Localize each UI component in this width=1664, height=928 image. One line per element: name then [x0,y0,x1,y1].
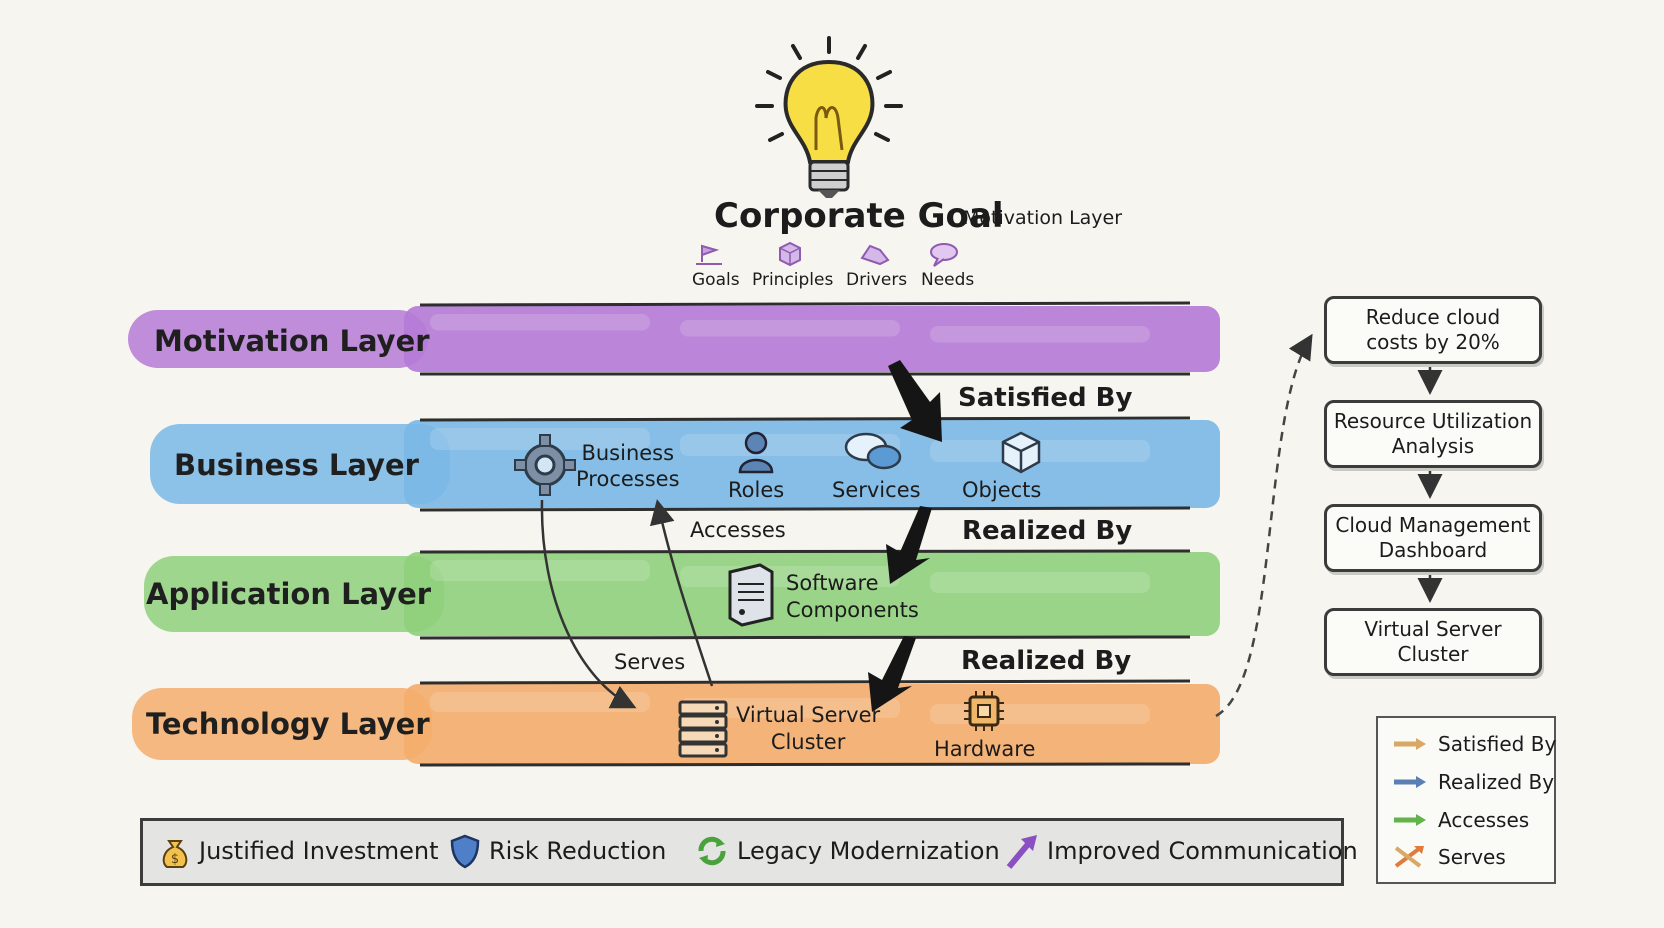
relation-label-accesses: Accesses [690,518,786,542]
concept-label-principles: Principles [752,270,834,290]
cube-icon [1001,431,1041,474]
chat-bubbles-icon [844,432,902,470]
business-item-services: Services [832,478,921,502]
benefit-improved-communication: Improved Communication [1005,833,1358,869]
dashed-flow-arrow [1215,333,1313,718]
speech-bubble-icon [930,243,958,267]
layer-swatch-technology [132,688,432,760]
concept-label-goals: Goals [692,270,740,290]
satisfied-by-arrow [888,360,942,442]
tan-arrow-icon [1394,738,1426,750]
legend-item-realized-by: Realized By [1392,770,1554,794]
realized-by-arrow [868,636,916,712]
thin-arrows [540,499,714,709]
technology-item-hardware: Hardware [934,737,1036,761]
page-title: Corporate Goal [714,196,1004,236]
band-texture-streak [430,314,650,331]
gear-icon [514,434,576,496]
flow-box-goal: Reduce cloud costs by 20% [1324,296,1542,364]
flow-box-analysis: Resource Utilization Analysis [1324,400,1542,468]
layer-label-motivation: Motivation Layer [154,324,430,358]
benefit-legacy-modernization: Legacy Modernization [695,833,1000,869]
arrow-up-right-icon [1006,835,1037,869]
legend-item-satisfied-by: Satisfied By [1392,732,1556,756]
lightbulb-icon [755,36,903,198]
business-item-objects: Objects [962,478,1042,502]
relation-arrows [868,360,942,712]
svg-text:$: $ [171,852,179,867]
relation-label-serves: Serves [614,650,686,674]
relation-label-realized-by: Realized By [961,646,1132,676]
band-texture-streak [930,572,1150,593]
handshake-icon [860,244,890,266]
accesses-arrow [649,499,714,687]
layer-label-application: Application Layer [146,577,432,611]
layer-label-technology: Technology Layer [146,707,430,741]
person-icon [738,431,774,474]
band-texture-streak [930,326,1150,343]
layer-band-application [404,552,1220,636]
serves-arrow [540,499,637,709]
band-texture-streak [680,434,900,456]
shield-icon [450,834,480,869]
business-item-processes: Business Processes [576,441,680,491]
money-bag-icon: $ [162,840,188,868]
legend: Satisfied By Realized By Accesses Serves [1376,716,1556,884]
layer-separators [419,301,1191,767]
technology-item-virtual-server-cluster: Virtual Server Cluster [736,703,881,754]
cycle-arrows-icon [698,836,726,866]
benefits-bar: $ Justified Investment Risk Reduction Le… [140,818,1358,886]
green-arrow-icon [1394,814,1426,826]
chip-icon [964,691,1004,731]
realized-by-arrow [886,506,932,584]
band-texture-streak [930,704,1150,724]
legend-item-serves: Serves [1392,844,1506,870]
server-rack-icon [678,700,728,758]
layer-band-technology [404,684,1220,764]
layer-swatch-motivation [128,310,428,368]
band-texture-streak [430,560,650,581]
flow-box-dashboard: Cloud Management Dashboard [1324,504,1542,572]
crossed-arrows-icon [1394,846,1424,868]
layer-swatch-application [144,556,444,632]
layer-label-business: Business Layer [174,448,419,482]
benefit-risk-reduction: Risk Reduction [449,833,666,869]
relation-label-realized-by: Realized By [962,516,1133,546]
flag-icon [696,244,722,265]
server-tower-icon [728,563,774,627]
band-texture-streak [430,692,650,712]
business-item-roles: Roles [728,478,785,502]
concept-label-needs: Needs [921,270,975,290]
page-subtitle: Motivation Layer [963,207,1123,229]
cube-icon [779,241,801,267]
band-texture-streak [680,698,900,718]
application-item-software-components: Software Components [786,571,919,622]
layer-swatch-business [150,424,450,504]
layer-band-motivation [404,306,1220,372]
benefit-justified-investment: $ Justified Investment [159,833,439,869]
band-texture-streak [680,320,900,337]
legend-item-accesses: Accesses [1392,808,1529,832]
concept-label-drivers: Drivers [846,270,908,290]
blue-arrow-icon [1394,776,1426,788]
relation-label-satisfied-by: Satisfied By [958,383,1133,413]
flow-box-server-cluster: Virtual Server Cluster [1324,608,1542,676]
